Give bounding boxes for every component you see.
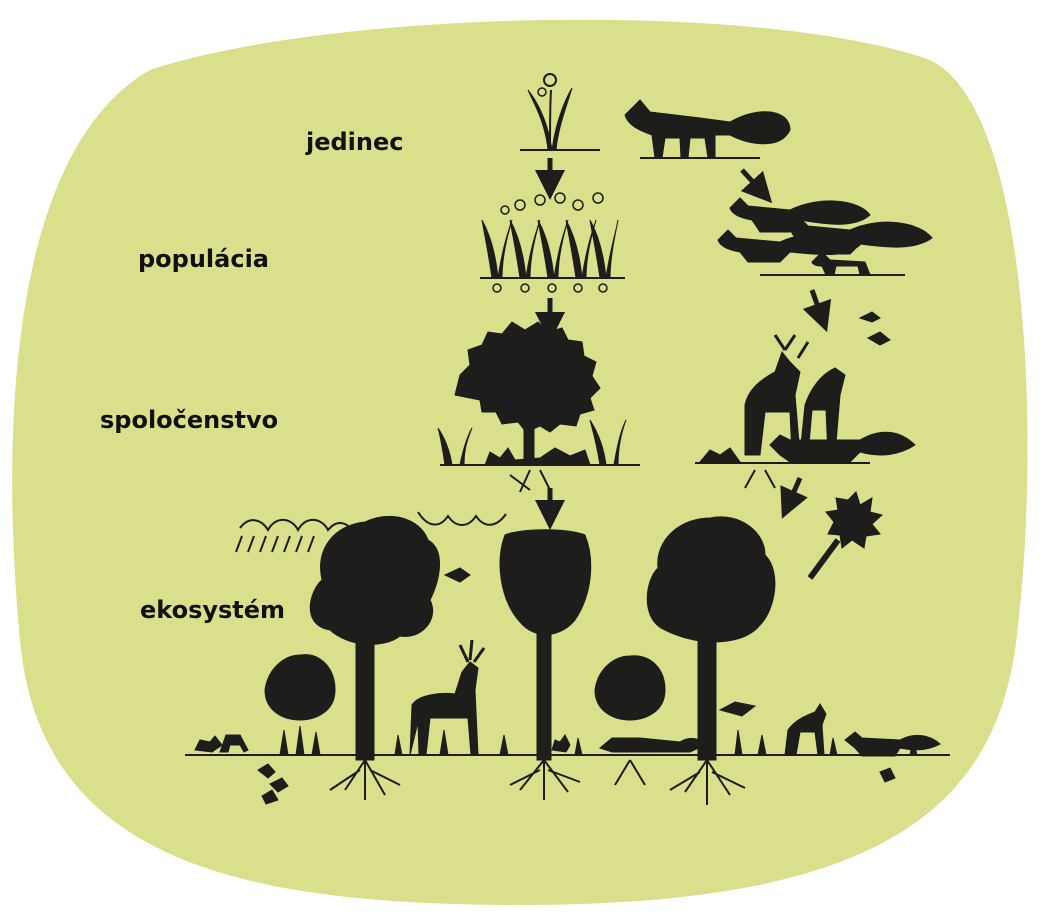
level-label-ecosystem: ekosystém	[140, 596, 285, 624]
level-label-population: populácia	[138, 245, 269, 273]
level-label-individual: jedinec	[306, 128, 404, 156]
level-label-community: spoločenstvo	[100, 406, 278, 434]
